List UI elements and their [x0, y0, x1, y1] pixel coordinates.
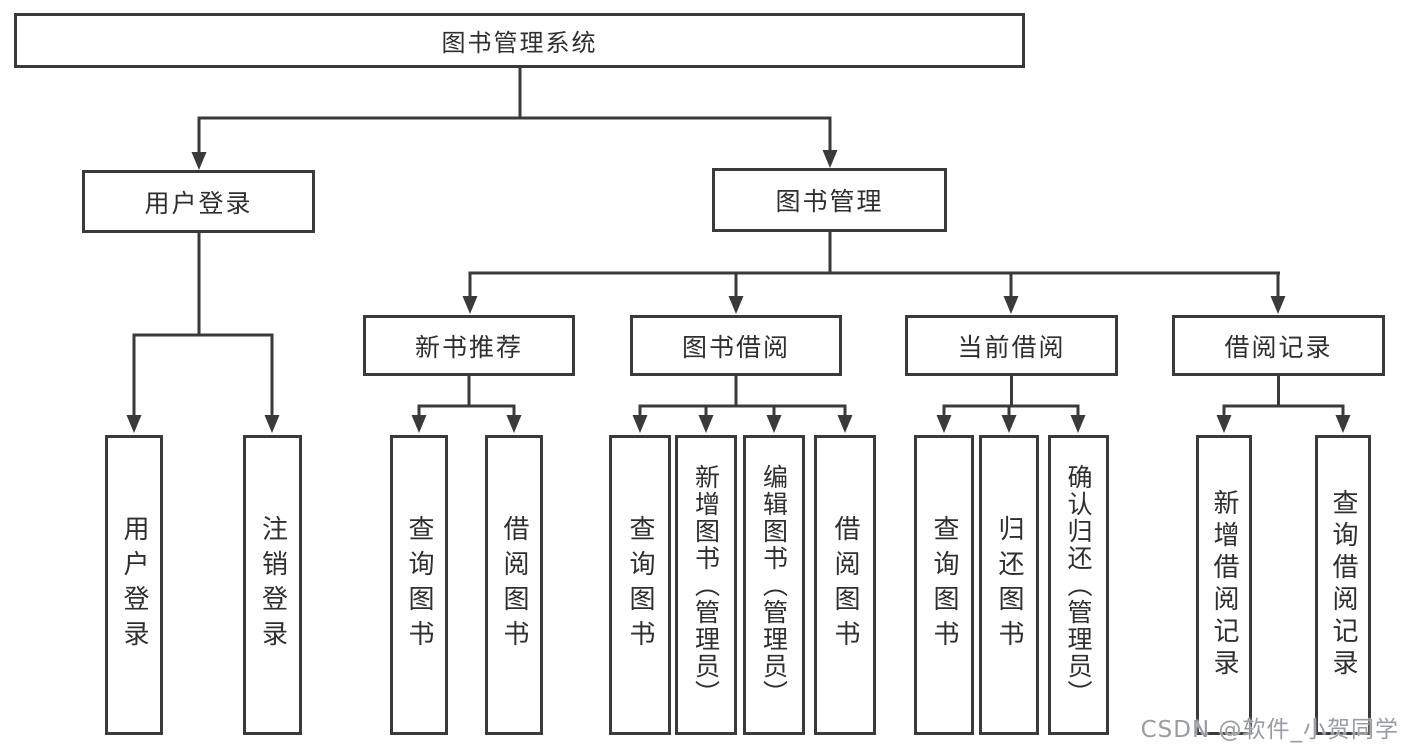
node-book-management: 图书管理	[712, 168, 947, 232]
node-new-book-recommend: 新书推荐	[363, 315, 575, 376]
node-user-login: 用户登录	[82, 170, 315, 233]
leaf-query-books-borrowing: 查询图书	[609, 435, 671, 735]
node-book-borrowing: 图书借阅	[630, 315, 842, 376]
leaf-return-book: 归还图书	[979, 435, 1039, 735]
leaf-user-login: 用户登录	[105, 435, 163, 735]
node-borrow-records: 借阅记录	[1172, 315, 1385, 376]
connector-borrow-records-split	[1216, 376, 1351, 433]
leaf-edit-book-admin: 编辑图书（管理员）	[743, 435, 805, 735]
node-library-management-system: 图书管理系统	[14, 13, 1025, 68]
connector-root-split	[191, 68, 838, 170]
leaf-logout: 注销登录	[243, 435, 302, 735]
connector-user-login-split	[126, 233, 280, 433]
csdn-watermark: CSDN @软件_小贺同学	[1140, 717, 1399, 743]
leaf-confirm-return-admin: 确认归还（管理员）	[1048, 435, 1109, 735]
connector-book-management-split	[462, 232, 1286, 314]
node-current-borrowing: 当前借阅	[905, 315, 1118, 376]
connector-new-book-split	[411, 376, 522, 433]
leaf-borrow-books-recommend: 借阅图书	[485, 435, 543, 735]
leaf-add-borrow-record: 新增借阅记录	[1196, 435, 1252, 735]
connector-current-borrowing-split	[936, 376, 1086, 433]
connector-book-borrowing-split	[632, 376, 853, 433]
leaf-borrow-books: 借阅图书	[814, 435, 876, 735]
leaf-query-borrow-record: 查询借阅记录	[1315, 435, 1371, 735]
leaf-query-books-recommend: 查询图书	[390, 435, 448, 735]
leaf-add-book-admin: 新增图书（管理员）	[675, 435, 737, 735]
leaf-query-books-current: 查询图书	[914, 435, 974, 735]
